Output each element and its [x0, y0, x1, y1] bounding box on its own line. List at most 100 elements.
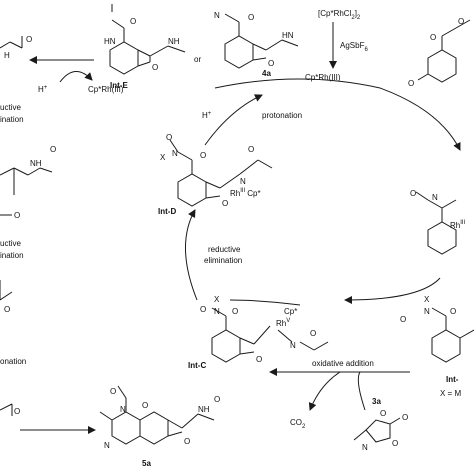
p4a-hn-label: HN	[282, 31, 294, 40]
int-b-structure	[431, 307, 474, 363]
int-c-n2: N	[290, 341, 296, 350]
x-equals-label: X = M	[440, 389, 461, 398]
cprh-left: Cp*Rh(III)	[88, 85, 124, 94]
p5a-o1: O	[110, 387, 116, 396]
reagent-3a-arrow	[357, 371, 366, 411]
p5a-o2: O	[142, 401, 148, 410]
cycle-arc-bottom-right	[344, 277, 441, 304]
int-e-ring-o: O	[152, 63, 158, 72]
int-e-nh-label: NH	[168, 37, 180, 46]
left-o-mid: O	[50, 145, 56, 154]
rhodacycle-rh: RhIII	[450, 220, 466, 230]
h-plus-left: H+	[38, 85, 48, 94]
p5a-n2: N	[104, 441, 110, 450]
int-d-o1: O	[166, 133, 172, 142]
int-c-ring-o: O	[256, 355, 262, 364]
cycle-arc-left	[185, 209, 198, 301]
oxidative-addition-label: oxidative addition	[312, 359, 374, 368]
left-h-top: H	[4, 51, 10, 60]
cycle-arc-protonation	[204, 94, 263, 146]
int-d-o2: O	[200, 151, 206, 160]
cycle-arc-top	[214, 78, 381, 89]
left-fragment-reductive-2: uctive	[0, 239, 21, 248]
h-plus-protonation: H+	[202, 111, 212, 120]
int-b-o1: O	[400, 315, 406, 324]
int-b-o2: O	[450, 307, 456, 316]
or-text: or	[194, 55, 201, 64]
int-b-label: Int-	[446, 375, 459, 384]
int-c-label: Int-C	[188, 361, 206, 370]
p5a-n1: N	[120, 405, 126, 414]
r3a-o1: O	[380, 409, 386, 418]
product-4a-structure	[224, 13, 299, 69]
active-catalyst: Cp*Rh(III)	[305, 73, 341, 82]
reagent-3a-label: 3a	[372, 397, 381, 406]
tr-substrate-o3: O	[408, 79, 414, 88]
r3a-o3: O	[402, 413, 408, 422]
top-right-substrate-structure	[417, 19, 471, 83]
int-c-o2: O	[232, 307, 238, 316]
p4a-o-label: O	[248, 13, 254, 22]
int-b-x: X	[424, 295, 430, 304]
p5a-o3: O	[214, 395, 220, 404]
left-fragment-reductive-1: uctive	[0, 103, 21, 112]
reductive-label: reductive	[208, 245, 241, 254]
reagent-3a-structure	[353, 417, 401, 443]
p4a-n-label: N	[214, 11, 220, 20]
int-d-o3: O	[248, 145, 254, 154]
int-c-n1: N	[214, 307, 220, 316]
p5a-nh: NH	[198, 405, 210, 414]
p4a-ring-o: O	[268, 59, 274, 68]
int-c-o1: O	[200, 305, 206, 314]
int-e-label: Int-E	[110, 81, 128, 90]
left-fragment-elimination-1: ination	[0, 115, 24, 124]
product-5a-structure	[99, 385, 215, 445]
p5a-ring-o: O	[184, 437, 190, 446]
int-d-n1: N	[172, 149, 178, 158]
left-fragment-elimination-2: ination	[0, 251, 24, 260]
cycle-arc-bottom-left	[229, 299, 301, 306]
rhodacycle-n: N	[432, 193, 438, 202]
left-o-top: O	[26, 35, 32, 44]
rhodacycle-o1: O	[410, 189, 416, 198]
tr-substrate-o1: O	[430, 33, 436, 42]
int-e-structure	[109, 4, 186, 75]
int-d-n2: N	[240, 177, 246, 186]
int-e-hn-label: HN	[104, 37, 116, 46]
co2-label: CO2	[290, 418, 306, 430]
left-cropped-structure-3	[0, 280, 13, 301]
rhodacycle-structure	[415, 191, 457, 255]
int-d-structure	[169, 139, 273, 207]
protonation-label: protonation	[262, 111, 302, 120]
int-c-cp: Cp*	[284, 307, 297, 316]
left-cropped-structure-1	[0, 36, 23, 49]
catalyst-precursor: [Cp*RhCl2]2	[318, 9, 361, 21]
silver-additive: AgSbF6	[340, 41, 368, 53]
int-c-structure	[211, 307, 329, 363]
int-e-o-label: O	[130, 17, 136, 26]
r3a-o2: O	[392, 439, 398, 448]
int-c-x: X	[214, 295, 220, 304]
left-cropped-structure-4	[0, 403, 13, 416]
tr-substrate-o2: O	[458, 17, 464, 26]
left-o-ring: O	[14, 211, 20, 220]
int-d-ring-o: O	[222, 199, 228, 208]
elimination-label: elimination	[204, 256, 242, 265]
r3a-n: N	[362, 443, 368, 452]
cycle-arc-right-top	[379, 87, 461, 151]
int-b-n: N	[424, 307, 430, 316]
int-e-proton-arc	[59, 71, 93, 83]
int-d-x: X	[160, 153, 166, 162]
left-o-low: O	[4, 305, 10, 314]
product-5a-label: 5a	[142, 459, 151, 468]
left-fragment-protonation: onation	[0, 357, 26, 366]
int-c-o3: O	[310, 329, 316, 338]
left-nh-mid: NH	[30, 159, 42, 168]
co2-release-arrow	[308, 371, 341, 411]
int-d-label: Int-D	[158, 207, 176, 216]
left-cropped-structure-2	[0, 167, 53, 216]
left-o-bottom: O	[14, 407, 20, 416]
